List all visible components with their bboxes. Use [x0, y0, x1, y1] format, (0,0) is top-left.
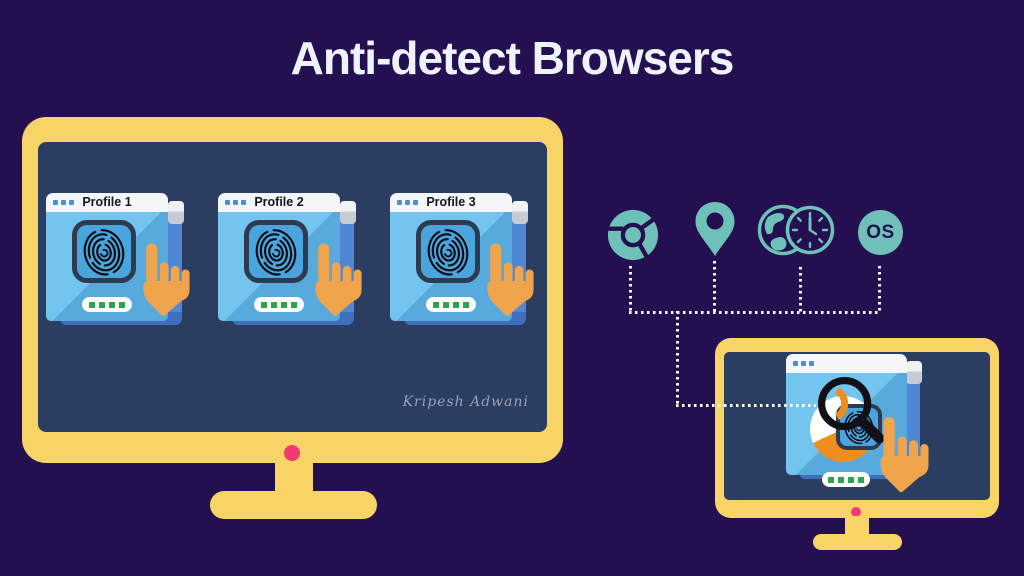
profile-2-body — [218, 212, 340, 321]
profile-3-title: Profile 3 — [426, 195, 476, 209]
profile-1-title: Profile 1 — [82, 195, 132, 209]
scanned-window-front — [786, 354, 907, 487]
small-monitor-screen — [724, 352, 990, 500]
pointer-hand-icon — [139, 241, 191, 321]
chrome-browser-icon — [607, 209, 659, 261]
big-monitor-frame: Profile 1 — [22, 117, 563, 519]
window-dots-icon — [225, 200, 246, 205]
monitor-stand-neck — [845, 516, 869, 536]
profile-1-titlebar: Profile 1 — [46, 193, 168, 212]
globe-clock-icon — [757, 204, 835, 256]
connector-timezone-line — [799, 267, 802, 313]
connector-browser-line — [629, 266, 632, 313]
profile-3-front: Profile 3 — [390, 193, 512, 321]
monitor-stand-neck — [275, 461, 313, 493]
password-dots-pill — [426, 297, 476, 312]
connector-location-line — [713, 261, 716, 313]
scanned-window — [786, 354, 929, 493]
monitor-stand-base — [813, 534, 902, 550]
profile-window-3: Profile 3 — [390, 193, 534, 325]
window-dots-icon — [397, 200, 418, 205]
profile-2-title: Profile 2 — [254, 195, 304, 209]
monitor-power-dot — [851, 507, 861, 517]
connector-bus-line — [629, 311, 881, 314]
profile-window-1: Profile 1 — [46, 193, 190, 325]
pointer-hand-icon — [483, 241, 535, 321]
big-monitor-screen: Profile 1 — [38, 142, 547, 432]
connector-os-line — [878, 266, 881, 313]
scanned-window-titlebar — [786, 354, 907, 373]
profile-2-titlebar: Profile 2 — [218, 193, 340, 212]
os-icon: OS — [858, 210, 903, 255]
monitor-power-dot — [284, 445, 300, 461]
profile-2-front: Profile 2 — [218, 193, 340, 321]
password-dots-pill — [822, 472, 870, 487]
monitor-stand-base — [210, 491, 377, 519]
profile-3-body — [390, 212, 512, 321]
os-label: OS — [866, 221, 895, 243]
fingerprint-icon — [72, 220, 136, 283]
window-dots-icon — [53, 200, 74, 205]
password-dots-pill — [254, 297, 304, 312]
author-signature: Kripesh Adwani — [402, 394, 529, 410]
small-monitor-frame — [715, 338, 999, 550]
pointer-hand-icon — [311, 241, 363, 321]
profile-3-titlebar: Profile 3 — [390, 193, 512, 212]
connector-to-detector-line — [676, 404, 816, 407]
password-dots-pill — [82, 297, 132, 312]
window-dots-icon — [793, 361, 814, 366]
location-pin-icon — [695, 202, 735, 256]
profile-window-2: Profile 2 — [218, 193, 362, 325]
pointer-hand-icon — [876, 416, 930, 496]
fingerprint-icon — [244, 220, 308, 283]
page-title: Anti-detect Browsers — [290, 32, 735, 84]
fingerprint-icon — [416, 220, 480, 283]
connector-drop-line — [676, 311, 679, 407]
